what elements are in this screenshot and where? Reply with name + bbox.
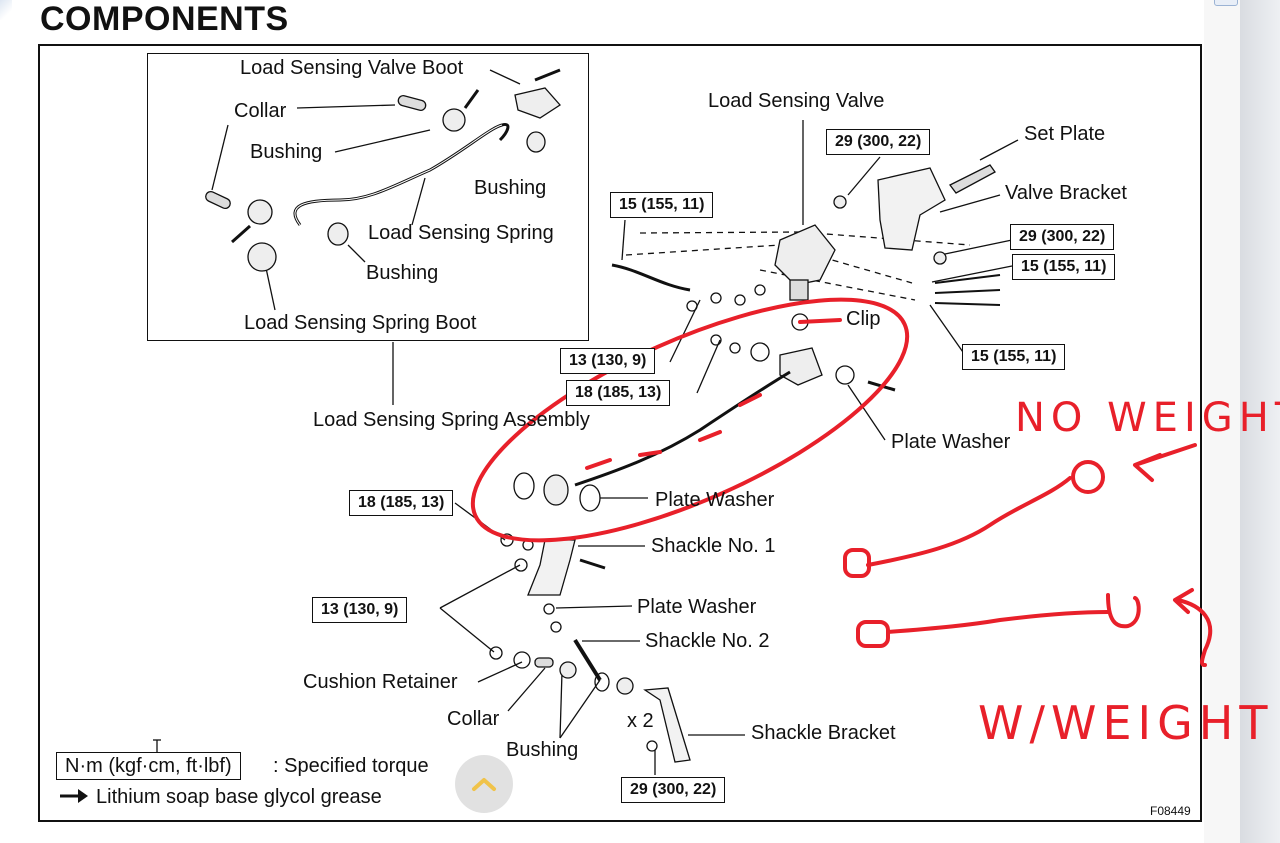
figure-code: F08449 xyxy=(1150,804,1191,818)
torque-box: 18 (185, 13) xyxy=(566,380,671,406)
chevron-up-icon xyxy=(472,778,496,791)
label-spring-assembly: Load Sensing Spring Assembly xyxy=(313,409,590,431)
annotation-with-weight: W/WEIGHT xyxy=(978,696,1274,750)
torque-box: 13 (130, 9) xyxy=(560,348,656,374)
label-shackle-no2: Shackle No. 2 xyxy=(645,630,770,652)
legend-grease-desc: Lithium soap base glycol grease xyxy=(96,786,382,808)
arrow-right-icon xyxy=(60,789,88,803)
torque-box: 15 (155, 11) xyxy=(610,192,714,218)
diagram-frame xyxy=(38,44,1202,822)
torque-box: 15 (155, 11) xyxy=(1012,254,1116,280)
inset-panel xyxy=(147,53,589,341)
red-annotations xyxy=(470,297,1213,667)
label-collar: Collar xyxy=(447,708,500,730)
label-x2: x 2 xyxy=(627,710,654,732)
torque-box: 29 (300, 22) xyxy=(826,129,931,155)
legend-torque-unit: N·m (kgf·cm, ft·lbf) xyxy=(56,752,241,780)
torque-box: 13 (130, 9) xyxy=(312,597,408,623)
label-bushing-inset-bottom: Bushing xyxy=(366,262,439,284)
annotation-no-weight: NO WEIGHT xyxy=(1015,395,1280,441)
label-spring-inset: Load Sensing Spring xyxy=(368,222,554,244)
page-title: COMPONENTS xyxy=(40,0,289,38)
label-shackle-bracket: Shackle Bracket xyxy=(751,722,896,744)
label-set-plate: Set Plate xyxy=(1024,123,1106,145)
page-margin xyxy=(1204,0,1240,843)
torque-box: 18 (185, 13) xyxy=(349,490,454,516)
scroll-to-top-button[interactable] xyxy=(455,755,513,813)
scrollbar-track[interactable] xyxy=(1240,0,1280,843)
label-bushing-inset-left: Bushing xyxy=(250,141,323,163)
label-clip: Clip xyxy=(846,308,881,330)
label-valve-boot: Load Sensing Valve Boot xyxy=(240,57,464,79)
label-bushing: Bushing xyxy=(506,739,579,761)
legend-torque-desc: : Specified torque xyxy=(273,755,429,777)
torque-box: 29 (300, 22) xyxy=(621,777,726,803)
label-spring-boot: Load Sensing Spring Boot xyxy=(244,312,477,334)
label-collar-inset: Collar xyxy=(234,100,287,122)
label-plate-washer-low: Plate Washer xyxy=(637,596,757,618)
torque-box: 15 (155, 11) xyxy=(962,344,1066,370)
label-valve-bracket: Valve Bracket xyxy=(1005,182,1127,204)
toolbar-button[interactable] xyxy=(1214,0,1238,6)
label-cushion-retainer: Cushion Retainer xyxy=(303,671,458,693)
label-plate-washer-mid: Plate Washer xyxy=(655,489,775,511)
label-bushing-inset-right: Bushing xyxy=(474,177,547,199)
label-plate-washer-right: Plate Washer xyxy=(891,431,1011,453)
window-corner xyxy=(0,0,12,20)
label-load-sensing-valve: Load Sensing Valve xyxy=(708,90,885,112)
torque-box: 29 (300, 22) xyxy=(1010,224,1115,250)
label-shackle-no1: Shackle No. 1 xyxy=(651,535,776,557)
